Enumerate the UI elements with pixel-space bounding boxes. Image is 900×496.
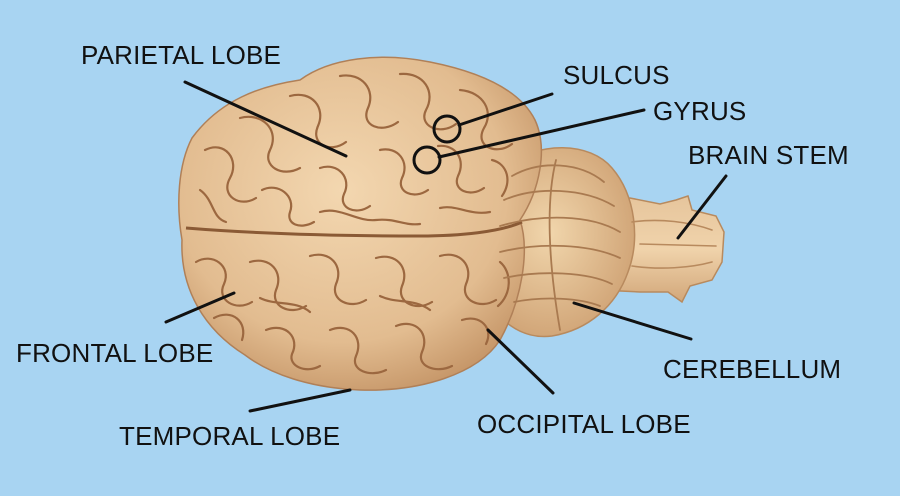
gyrus-marker-circle bbox=[412, 145, 442, 175]
parietal-lobe-label: PARIETAL LOBE bbox=[81, 40, 282, 70]
brain-stem-leader bbox=[676, 174, 728, 240]
occipital-leader bbox=[486, 328, 555, 395]
cerebellum-label: CEREBELLUM bbox=[663, 354, 842, 384]
longitudinal-fissure bbox=[185, 220, 523, 238]
lower-gyri-folds bbox=[194, 253, 510, 375]
gyrus-leader bbox=[437, 108, 646, 159]
parietal-leader bbox=[183, 80, 348, 158]
brain-stem-label: BRAIN STEM bbox=[688, 140, 849, 170]
cerebellum-leader bbox=[572, 301, 693, 341]
leader-lines bbox=[164, 80, 728, 413]
temporal-leader bbox=[248, 388, 352, 413]
sulcus-label: SULCUS bbox=[563, 60, 670, 90]
cerebellum-folia bbox=[499, 159, 621, 331]
sulcus-leader bbox=[457, 92, 554, 127]
frontal-leader bbox=[164, 291, 236, 324]
gyrus-label: GYRUS bbox=[653, 96, 747, 126]
upper-gyri-folds bbox=[198, 72, 514, 227]
frontal-lobe-label: FRONTAL LOBE bbox=[16, 338, 214, 368]
temporal-lobe-label: TEMPORAL LOBE bbox=[119, 421, 341, 451]
stem-detail bbox=[631, 219, 717, 269]
occipital-lobe-label: OCCIPITAL LOBE bbox=[477, 409, 691, 439]
sulcus-marker-circle bbox=[432, 114, 462, 144]
